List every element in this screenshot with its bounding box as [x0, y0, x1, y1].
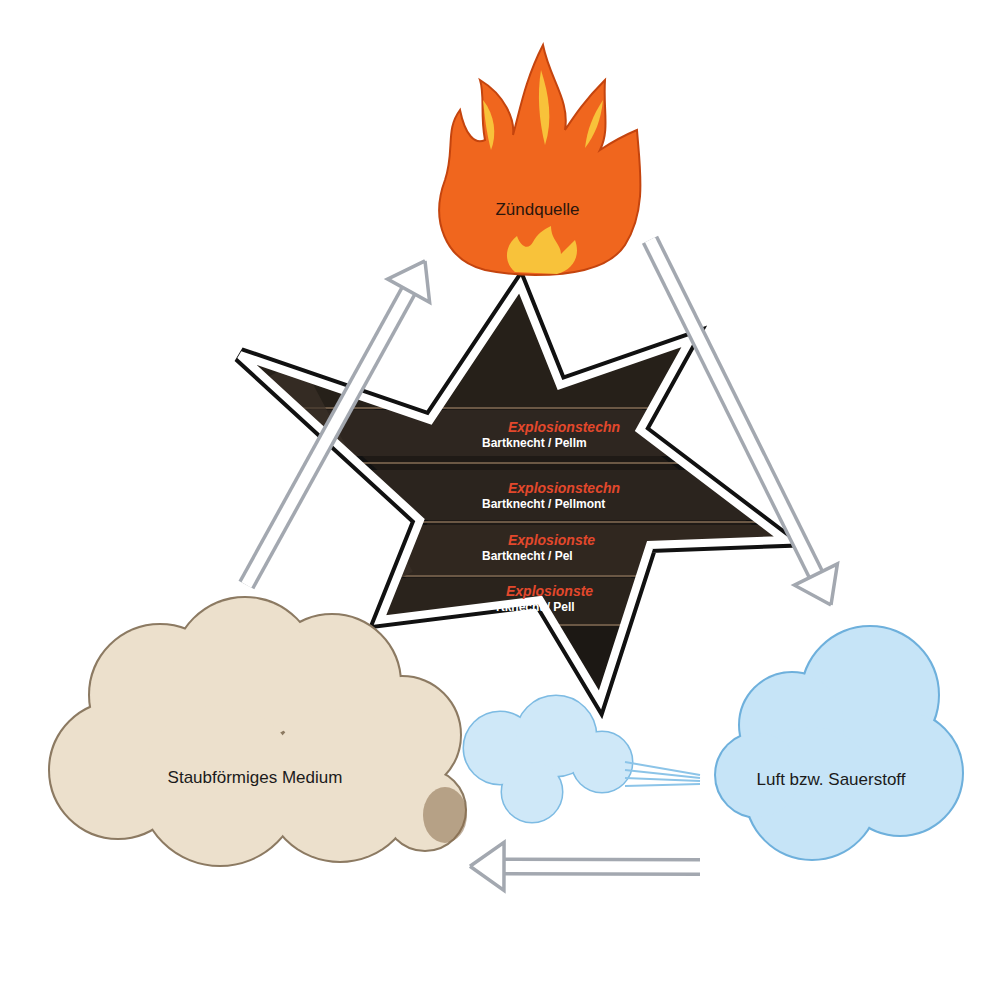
flame-outline [425, 40, 650, 275]
book-author: Bartknecht / Pel [482, 550, 573, 563]
node-label: Zündquelle [495, 200, 579, 220]
book-title: Explosionstechn [508, 420, 620, 435]
cycle-arrow [246, 261, 429, 585]
book-title: Explosionste [508, 533, 595, 548]
arrow-shaft-inner [650, 240, 816, 575]
air-puff [464, 696, 700, 822]
dust-shadow [423, 787, 467, 843]
air-cloud: Luft bzw. Sauerstoff [700, 605, 962, 875]
arrow-shaft-outline [504, 857, 700, 876]
flame-highlight [585, 100, 603, 148]
dust-outline [40, 585, 470, 875]
arrow-head [794, 564, 837, 605]
ignition-flame: Zündquelle [425, 40, 650, 275]
flame-highlight [507, 226, 577, 274]
cycle-arrow [470, 842, 700, 890]
flame-body [439, 45, 640, 275]
arrow-shaft-outline [650, 240, 816, 575]
book-author: Bartknecht / Pellmont [482, 498, 605, 511]
dust-cloud: Staubförmiges Medium [40, 585, 470, 875]
arrow-head [388, 261, 430, 302]
node-body: Staubförmiges Medium [40, 585, 470, 788]
book-author: rtknecht / Pell [496, 601, 575, 614]
flame-highlight [539, 70, 549, 145]
node-body: Zündquelle [425, 40, 650, 220]
arrow-head [470, 842, 504, 890]
book-author: Bartknecht / Pellm [482, 437, 587, 450]
air-outline [700, 605, 962, 875]
node-label: Luft bzw. Sauerstoff [757, 770, 906, 790]
arrow-shaft-outline [246, 291, 408, 585]
arrow-shaft-inner [246, 291, 408, 585]
flame-highlight [483, 100, 494, 150]
node-label: Staubförmiges Medium [168, 768, 343, 788]
book-title: Explosionstechn [508, 481, 620, 496]
arrow-shaft-inner [504, 861, 700, 873]
node-body: Luft bzw. Sauerstoff [700, 605, 962, 790]
cycle-arrow [650, 240, 837, 605]
book-title: Explosionste [506, 584, 593, 599]
